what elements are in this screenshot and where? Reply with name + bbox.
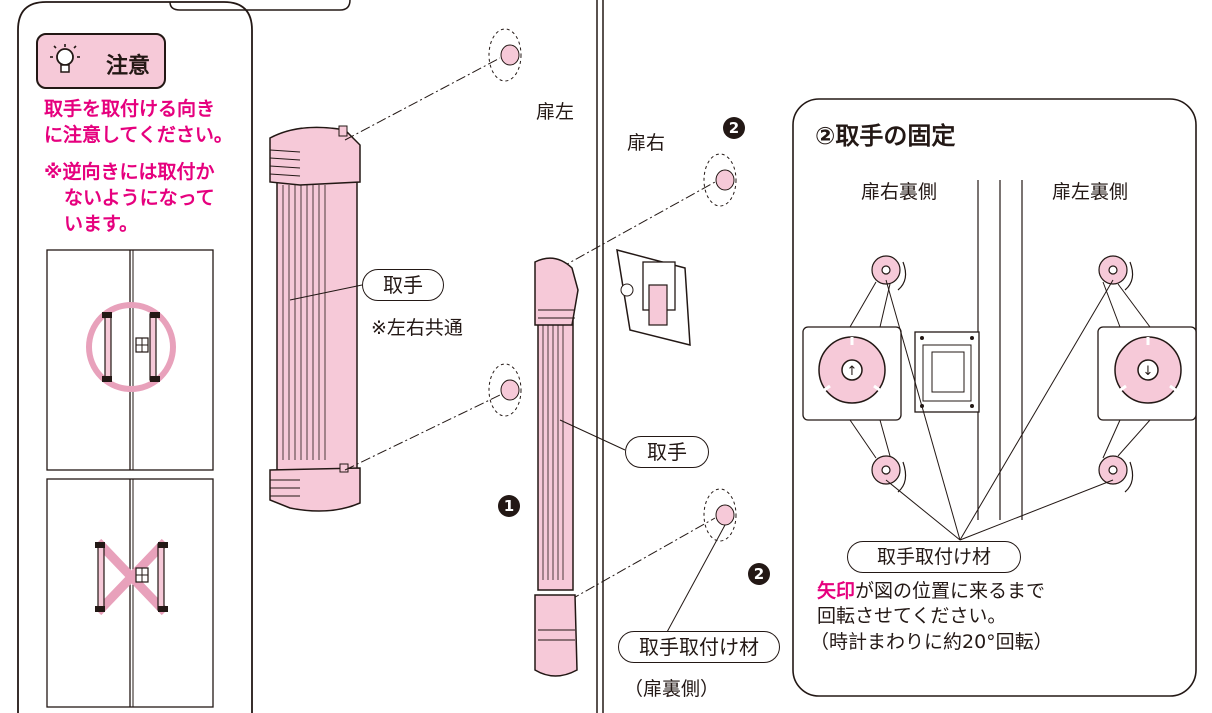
mount-plate <box>914 331 980 413</box>
door-left-label: 扉左 <box>536 101 575 123</box>
dash-dot-guide-lines <box>344 57 716 601</box>
rotation-arrows <box>897 261 1134 493</box>
caution-line-3: ※逆向きには取付か <box>44 161 215 183</box>
door-diagram-wrong <box>46 478 214 708</box>
mount-label-leaders <box>885 279 1114 541</box>
handle-label-1: 取手 <box>362 269 444 301</box>
step-1-marker: 1 <box>498 495 520 517</box>
mount-disc-large-right: ↑ <box>818 336 886 404</box>
instruction-line-2: 回転させてください。 <box>817 605 1007 627</box>
handle-illustration-center <box>534 257 579 677</box>
top-tab-fragment <box>169 0 351 11</box>
lightbulb-icon <box>50 44 80 73</box>
caution-title: 注意 <box>106 54 151 79</box>
screw-marks <box>488 28 737 542</box>
mount-disc-small <box>871 255 1128 485</box>
caution-line-1: 取手を取付ける向き <box>44 98 216 120</box>
leader-lines <box>289 284 726 646</box>
handle-illustration-large <box>269 125 361 512</box>
instruction-line-3: （時計まわりに約20°回転） <box>810 631 1053 653</box>
mount-disc-large-left: ↓ <box>1114 336 1182 404</box>
lock-illustration <box>616 248 691 346</box>
step-2-marker-top: 2 <box>723 117 745 139</box>
left-back-label: 扉左裏側 <box>1052 181 1129 203</box>
caution-line-4: ないようになって <box>64 187 215 209</box>
common-note: ※左右共通 <box>371 317 463 339</box>
door-diagram-correct <box>46 249 214 471</box>
caution-line-2: に注意してください。 <box>44 124 233 146</box>
right-back-label: 扉右裏側 <box>861 181 938 203</box>
caution-panel-frame <box>17 1 253 713</box>
step-2-marker-bottom: 2 <box>748 563 770 585</box>
handle-label-2: 取手 <box>625 436 709 468</box>
caution-badge: 注意 <box>36 33 166 89</box>
instruction-rest: が図の位置に来るまで <box>855 580 1046 602</box>
instruction-highlight: 矢印 <box>817 580 856 602</box>
instruction-line-1: 矢印が図の位置に来るまで <box>817 579 1045 603</box>
detail-mount-label: 取手取付け材 <box>847 541 1021 573</box>
caution-line-5: います。 <box>64 213 139 235</box>
ok-circle <box>86 302 176 392</box>
zoom-connectors <box>849 281 1151 459</box>
svg-text:↓: ↓ <box>1143 364 1154 379</box>
back-side-label: （扉裏側） <box>624 678 720 700</box>
svg-text:↑: ↑ <box>847 364 858 379</box>
door-right-label: 扉右 <box>627 132 666 154</box>
mount-material-label: 取手取付け材 <box>618 631 780 663</box>
detail-title: ②取手の固定 <box>815 122 956 150</box>
